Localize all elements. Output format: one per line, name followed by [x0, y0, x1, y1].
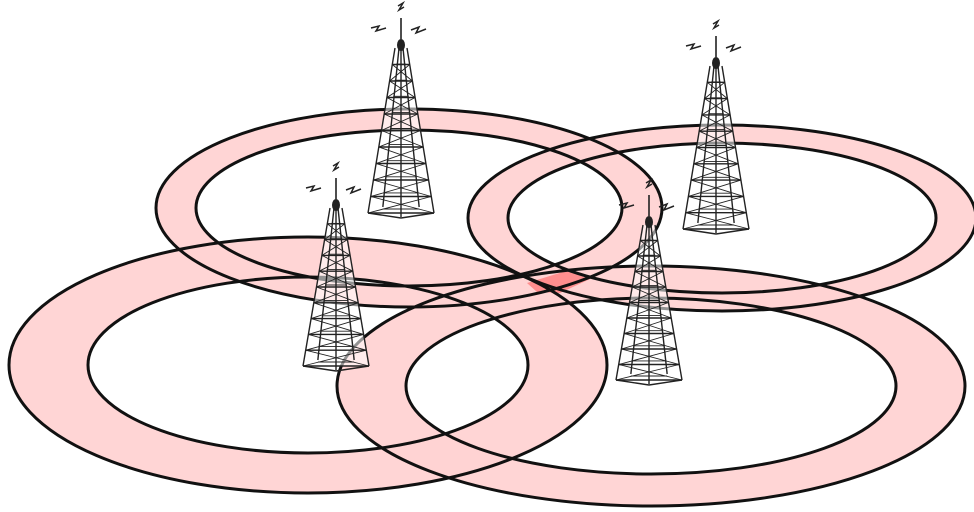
trilateration-diagram	[0, 0, 974, 512]
diagram-canvas	[0, 0, 974, 512]
